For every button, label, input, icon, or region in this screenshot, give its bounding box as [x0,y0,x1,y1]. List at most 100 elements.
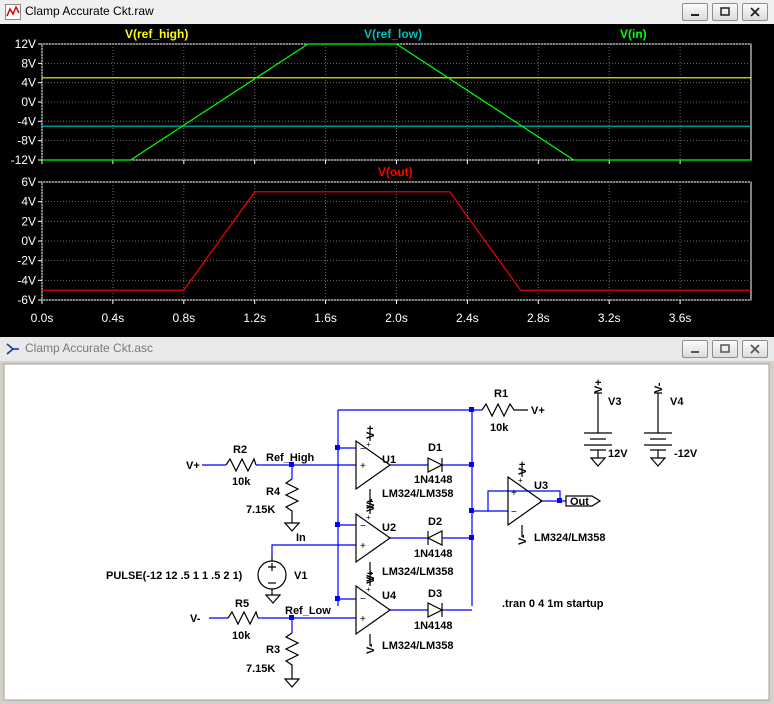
v3-value: 12V [608,448,628,460]
legend-out[interactable]: V(out) [378,165,413,179]
x-tick-label: 0.8s [172,311,195,325]
out-port[interactable]: Out [565,495,602,508]
y-tick-label: 0V [21,95,36,109]
r5-symbol [227,610,259,626]
r4-symbol [284,478,300,523]
schematic-wires [202,409,566,633]
schematic-minimize-button[interactable] [682,340,708,358]
x-tick-label: 1.2s [243,311,266,325]
y-tick-label: -4V [17,273,36,287]
y-tick-label: 12V [15,37,36,51]
waveform-titlebar[interactable]: Clamp Accurate Ckt.raw [0,0,774,25]
waveform-icon [5,4,21,20]
r5-label: R5 [235,598,249,610]
schematic-window-title: Clamp Accurate Ckt.asc [25,341,154,355]
svg-text:V-: V- [365,571,377,582]
y-tick-label: -2V [17,254,36,268]
u2-label: U2 [382,522,396,534]
tran-directive[interactable]: .tran 0 4 1m startup [502,598,604,610]
minimize-button[interactable] [682,3,708,21]
schematic-icon [6,343,19,355]
junction-dots [289,407,562,620]
svg-text:+: + [360,541,366,552]
v3-label: V3 [608,396,621,408]
u3-symbol [507,475,544,527]
u1-label: U1 [382,454,396,466]
v4-supply-flag: V- [653,382,665,393]
diode-symbols [426,457,444,618]
r1-label: R1 [494,388,508,400]
restore-button[interactable] [712,3,738,21]
r3-label: R3 [266,644,280,656]
svg-text:+: + [511,488,517,499]
legend-ref-high[interactable]: V(ref_high) [125,27,188,41]
r1-value: 10k [490,422,509,434]
r3-symbol [284,632,300,679]
svg-text:V-: V- [365,643,377,654]
svg-text:V+: V+ [365,498,377,512]
r1-symbol [481,402,528,418]
r4-label: R4 [266,486,281,498]
u3-model: LM324/LM358 [534,532,606,544]
waveform-window-title: Clamp Accurate Ckt.raw [25,4,154,18]
x-tick-label: 0.0s [31,311,54,325]
in-net-label: In [296,532,306,544]
legend-in[interactable]: V(in) [620,27,647,41]
svg-text:V+: V+ [365,425,377,439]
schematic-titlebar[interactable]: Clamp Accurate Ckt.asc [0,337,774,362]
svg-text:V-: V- [365,498,377,509]
svg-text:−: − [360,521,366,532]
r2-value: 10k [232,476,251,488]
r2-symbol [225,457,257,473]
d3-label: D3 [428,588,442,600]
x-tick-label: 2.0s [385,311,408,325]
legend-ref-low[interactable]: V(ref_low) [364,27,422,41]
close-button[interactable] [742,3,768,21]
opamp-pin-marks: −+ −+ −+ +− + + + + [360,440,523,625]
u1-model: LM324/LM358 [382,488,454,500]
v1-source[interactable] [257,555,287,595]
y-tick-label: 6V [21,175,36,189]
svg-text:−: − [360,594,366,605]
y-tick-label: -6V [17,293,36,307]
x-tick-label: 2.4s [456,311,479,325]
y-tick-label: -12V [11,153,36,167]
r3-value: 7.15K [246,663,275,675]
vminus-input-label: V- [190,613,201,625]
battery-symbols [584,409,672,451]
x-tick-label: 3.2s [598,311,621,325]
svg-text:+: + [360,614,366,625]
d1-label: D1 [428,442,442,454]
trace-vin[interactable] [42,43,751,161]
x-tick-label: 3.6s [669,311,692,325]
d2-model: 1N4148 [414,548,453,560]
u2-symbol [355,512,392,564]
u4-model: LM324/LM358 [382,640,454,652]
svg-text:+: + [360,461,366,472]
u1-symbol [355,439,392,491]
u4-symbol [355,584,392,636]
schematic-restore-button[interactable] [712,340,738,358]
supply-flag-stubs [594,392,662,409]
schematic-close-button[interactable] [742,340,768,358]
opamp-symbols [355,431,544,646]
ground-symbols [264,450,667,688]
trace-vout[interactable] [42,191,751,291]
u3-label: U3 [534,480,548,492]
x-tick-label: 2.8s [527,311,550,325]
svg-text:+: + [366,440,371,449]
u2-model: LM324/LM358 [382,566,454,578]
r4-value: 7.15K [246,504,275,516]
d1-model: 1N4148 [414,474,453,486]
ref-high-net-label: Ref_High [266,452,315,464]
schematic-canvas[interactable]: −+ −+ −+ +− + + + + V+ V+ V+ V+ V- V- V-… [0,361,774,704]
out-label: Out [570,496,589,508]
u4-label: U4 [382,590,397,602]
opamp-supply-flags: V+ V+ V+ V+ V- V- V- V- [365,425,529,654]
r5-value: 10k [232,630,251,642]
svg-text:+: + [366,513,371,522]
ref-low-net-label: Ref_Low [285,605,331,617]
x-tick-label: 1.6s [314,311,337,325]
